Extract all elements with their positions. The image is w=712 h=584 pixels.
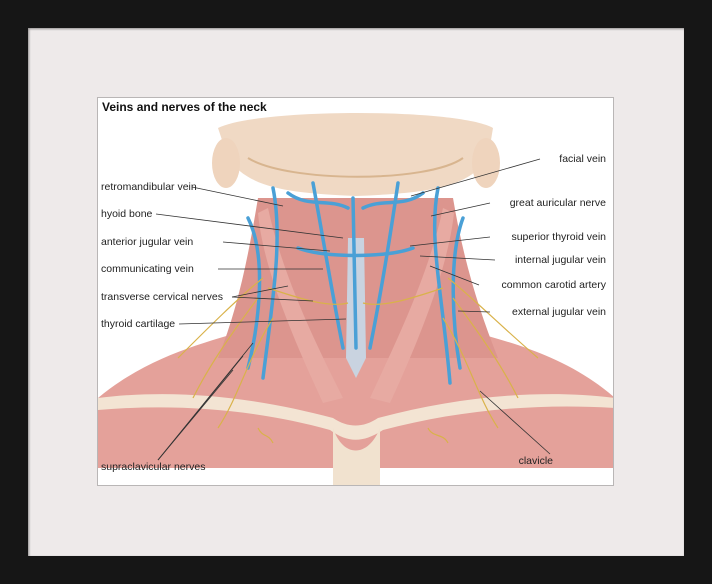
leader-lines <box>155 158 551 461</box>
label-hyoid-bone: hyoid bone <box>101 208 153 220</box>
label-internal-jugular-vein: internal jugular vein <box>515 254 606 266</box>
left-ear <box>212 138 240 188</box>
label-clavicle: clavicle <box>519 455 554 467</box>
label-superior-thyroid-vein: superior thyroid vein <box>511 231 606 243</box>
label-retromandibular-vein: retromandibular vein <box>101 181 197 193</box>
right-ear <box>472 138 500 188</box>
label-external-jugular-vein: external jugular vein <box>512 306 606 318</box>
anatomy-illustration: retromandibular vein hyoid bone anterior… <box>97 97 614 486</box>
jaw <box>218 113 493 196</box>
chest-muscles <box>98 323 613 468</box>
label-anterior-jugular-vein: anterior jugular vein <box>101 236 193 248</box>
label-thyroid-cartilage: thyroid cartilage <box>101 318 175 330</box>
label-common-carotid-artery: common carotid artery <box>502 279 607 291</box>
label-communicating-vein: communicating vein <box>101 263 194 275</box>
veins <box>246 181 465 385</box>
nerves <box>177 277 539 444</box>
neck-illustration: retromandibular vein hyoid bone anterior… <box>98 113 613 485</box>
mandible-outline <box>247 157 464 178</box>
sternocleidomastoid-left <box>258 208 343 403</box>
sternum <box>333 428 380 485</box>
label-transverse-cervical-nerves: transverse cervical nerves <box>101 291 223 303</box>
label-facial-vein: facial vein <box>559 153 606 165</box>
label-great-auricular-nerve: great auricular nerve <box>510 197 606 209</box>
label-supraclavicular-nerves: supraclavicular nerves <box>101 461 205 473</box>
clavicle-shape <box>98 394 613 440</box>
diagram-title: Veins and nerves of the neck <box>102 100 267 114</box>
